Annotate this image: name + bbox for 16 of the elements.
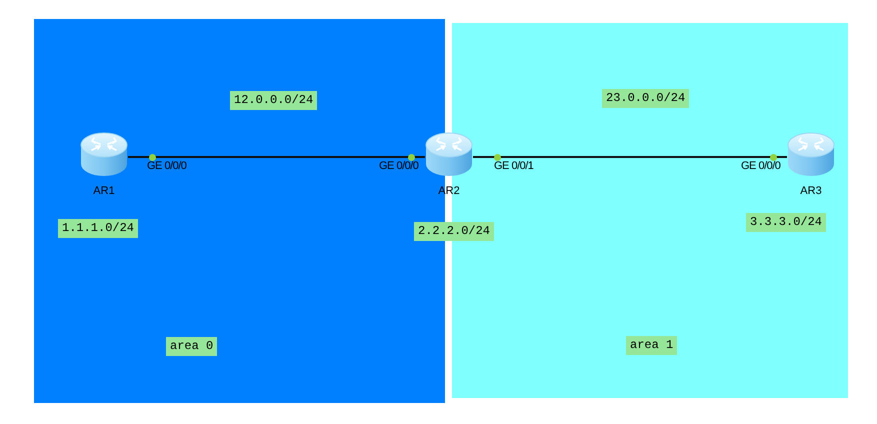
area-label: area 0 [166,337,218,356]
network-label: 23.0.0.0/24 [602,89,690,108]
network-label: 12.0.0.0/24 [230,91,318,110]
area-label: area 1 [626,336,678,355]
port-label: GE 0/0/0 [741,160,780,173]
network-label: 3.3.3.0/24 [746,213,826,232]
port-label: GE 0/0/0 [379,160,418,173]
network-label: 1.1.1.0/24 [58,219,138,238]
port-label: GE 0/0/0 [147,160,186,173]
router-name: AR3 [800,185,822,198]
router-name: AR2 [438,185,460,198]
router-name: AR1 [93,185,115,198]
link-line [128,156,425,158]
port-label: GE 0/0/1 [494,160,534,173]
network-label: 2.2.2.0/24 [414,222,494,241]
link-line [473,156,787,158]
